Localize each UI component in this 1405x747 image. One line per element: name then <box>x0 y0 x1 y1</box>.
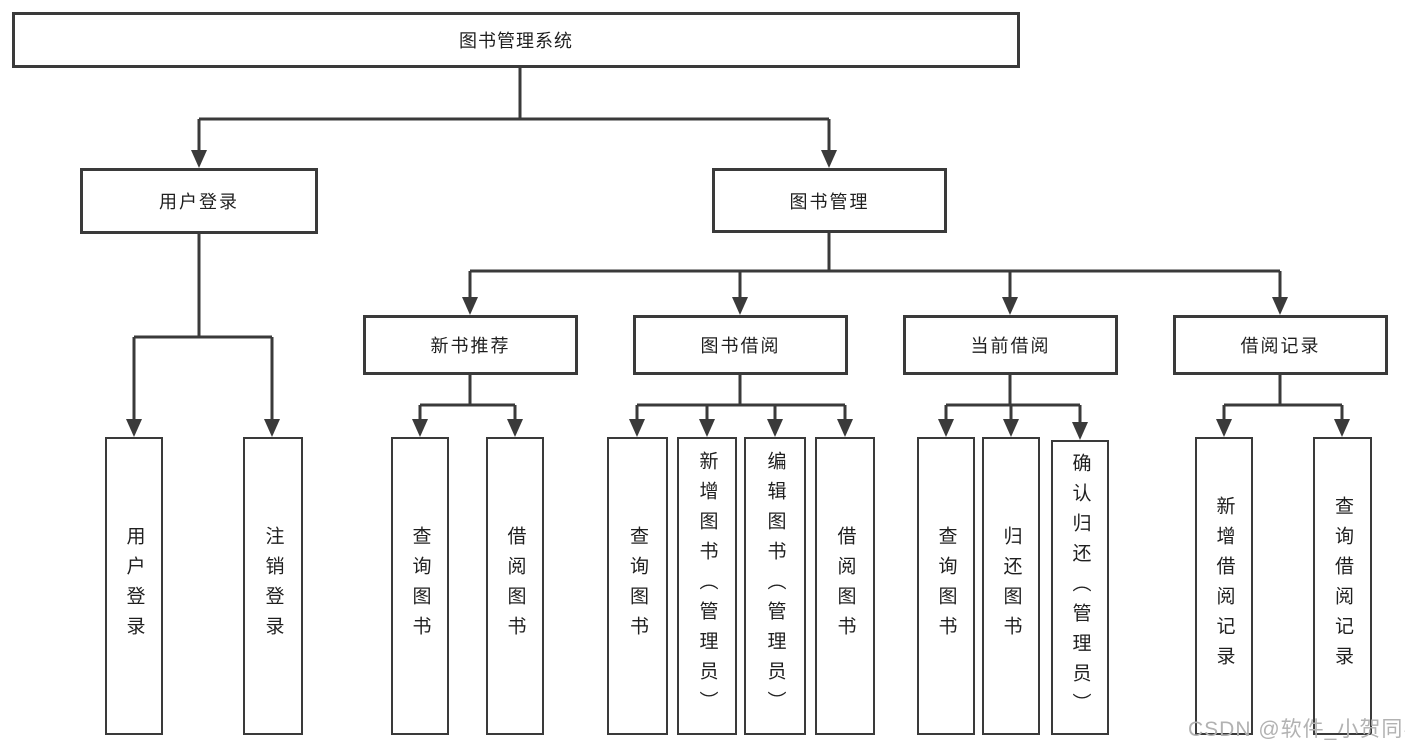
group-new-book-recommendation-label: 新书推荐 <box>430 336 511 356</box>
leaf-confirm-return-admin: 确认归还（管理员） <box>1051 440 1109 735</box>
leaf-return-books-label: 归还图书 <box>1000 526 1022 646</box>
leaf-query-borrow-record: 查询借阅记录 <box>1313 437 1372 735</box>
leaf-borrow-books-recommend: 借阅图书 <box>486 437 544 735</box>
leaf-edit-books-admin-label: 编辑图书（管理员） <box>764 451 786 721</box>
branch-book-management-label: 图书管理 <box>789 191 870 212</box>
group-borrowing-records-label: 借阅记录 <box>1240 336 1321 356</box>
leaf-query-borrow-record-label: 查询借阅记录 <box>1332 496 1353 676</box>
leaf-query-books-borrowing-label: 查询图书 <box>627 526 648 646</box>
group-book-borrowing-label: 图书借阅 <box>700 336 781 356</box>
leaf-borrow-books-recommend-label: 借阅图书 <box>504 526 526 646</box>
leaf-borrow-books-label: 借阅图书 <box>834 526 856 646</box>
group-current-borrowing-label: 当前借阅 <box>970 336 1051 356</box>
leaf-add-borrow-record-label: 新增借阅记录 <box>1213 496 1235 676</box>
leaf-edit-books-admin: 编辑图书（管理员） <box>744 437 806 735</box>
leaf-return-books: 归还图书 <box>982 437 1040 735</box>
branch-book-management: 图书管理 <box>712 168 947 233</box>
leaf-query-books-recommend-label: 查询图书 <box>409 526 431 646</box>
leaf-add-borrow-record: 新增借阅记录 <box>1195 437 1253 735</box>
leaf-add-books-admin: 新增图书（管理员） <box>677 437 737 735</box>
csdn-watermark: CSDN @软件_小贺同学 <box>1188 718 1405 741</box>
leaf-logout-label: 注销登录 <box>262 526 284 646</box>
leaf-confirm-return-admin-label: 确认归还（管理员） <box>1069 452 1091 723</box>
leaf-query-books-recommend: 查询图书 <box>391 437 449 735</box>
node-root-label: 图书管理系统 <box>459 31 573 51</box>
node-root: 图书管理系统 <box>12 12 1020 68</box>
leaf-add-books-admin-label: 新增图书（管理员） <box>696 451 718 721</box>
leaf-user-login: 用户登录 <box>105 437 163 735</box>
branch-user-login: 用户登录 <box>80 168 318 234</box>
leaf-borrow-books: 借阅图书 <box>815 437 875 735</box>
group-new-book-recommendation: 新书推荐 <box>363 315 578 375</box>
leaf-query-books-current: 查询图书 <box>917 437 975 735</box>
leaf-query-books-current-label: 查询图书 <box>935 526 957 646</box>
branch-user-login-label: 用户登录 <box>159 192 239 212</box>
group-book-borrowing: 图书借阅 <box>633 315 848 375</box>
group-current-borrowing: 当前借阅 <box>903 315 1118 375</box>
group-borrowing-records: 借阅记录 <box>1173 315 1388 375</box>
leaf-logout: 注销登录 <box>243 437 303 735</box>
leaf-user-login-label: 用户登录 <box>123 526 145 646</box>
leaf-query-books-borrowing: 查询图书 <box>607 437 668 735</box>
